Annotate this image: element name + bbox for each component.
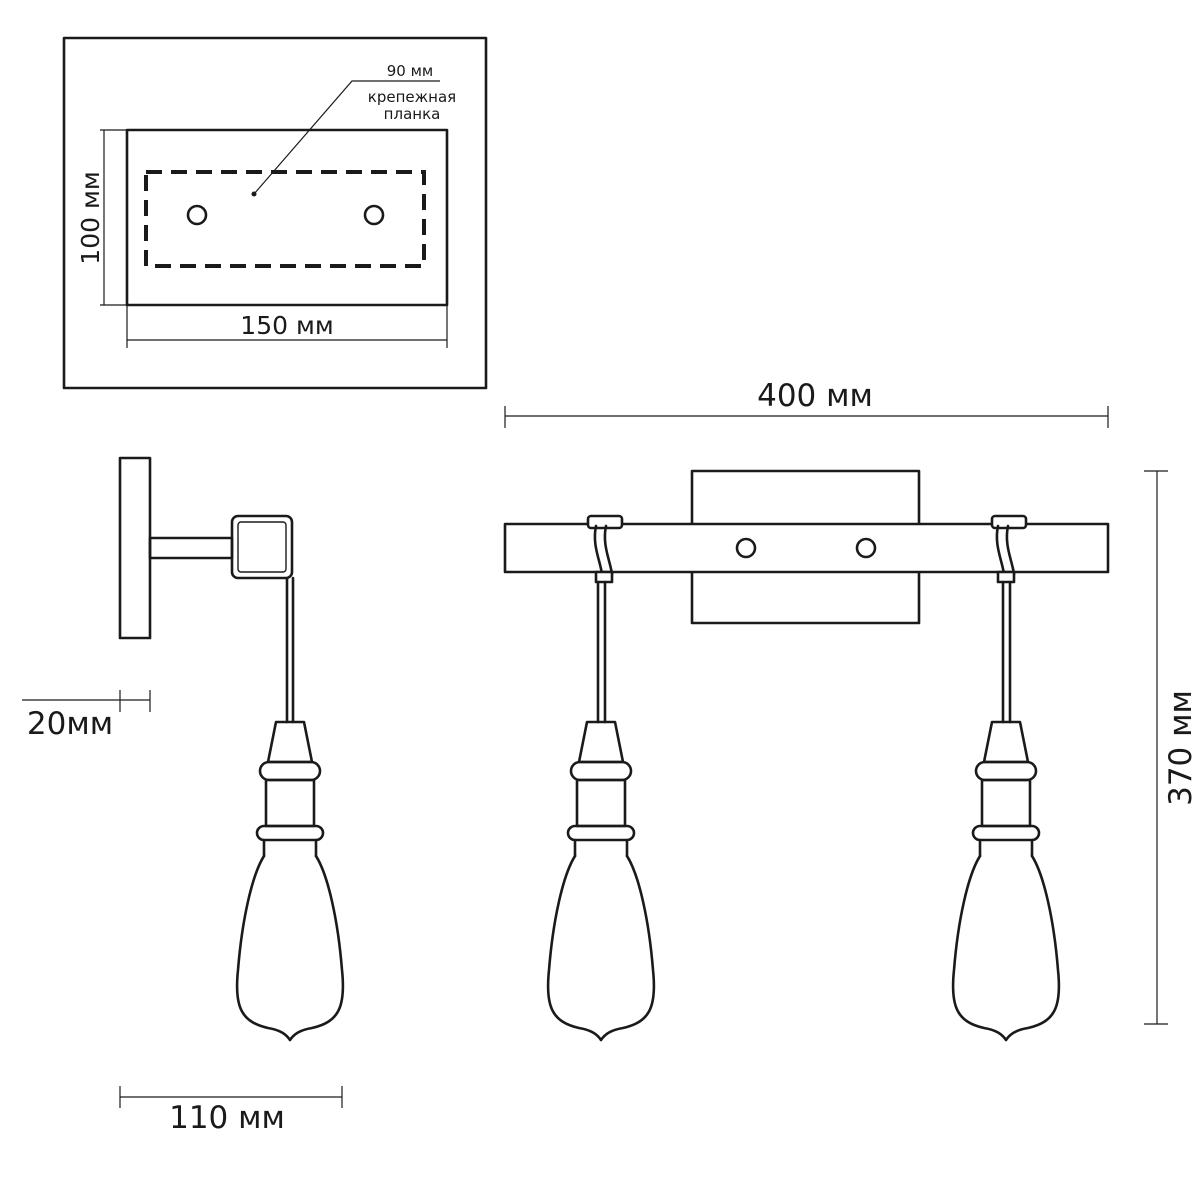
bracket-caption-line2: планка bbox=[384, 105, 441, 123]
plate-depth-label: 20мм bbox=[27, 706, 113, 742]
bracket-caption-line1: крепежная bbox=[368, 88, 456, 106]
side-view bbox=[22, 456, 345, 1108]
plate-height-label: 100 мм bbox=[76, 171, 105, 264]
total-height-label: 370 мм bbox=[1163, 690, 1199, 806]
bracket-length-label: 90 мм bbox=[387, 62, 434, 80]
front-view bbox=[503, 406, 1168, 1042]
total-width-label: 400 мм bbox=[757, 378, 873, 414]
plate-inset bbox=[62, 36, 488, 390]
projection-label: 110 мм bbox=[169, 1100, 285, 1136]
plate-width-label: 150 мм bbox=[240, 311, 333, 340]
